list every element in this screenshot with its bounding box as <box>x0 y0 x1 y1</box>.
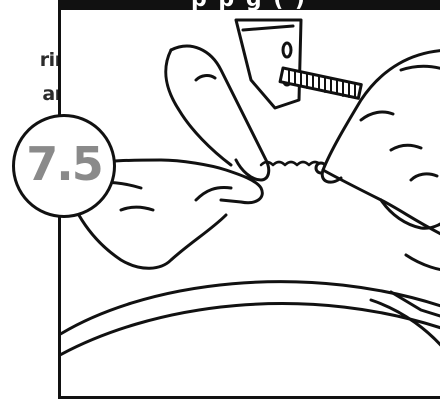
step-number: 7.5 <box>15 137 113 191</box>
hands-attaching-spring-icon <box>61 10 440 399</box>
illustration-frame <box>58 10 440 399</box>
step-badge: 7.5 <box>12 114 116 218</box>
